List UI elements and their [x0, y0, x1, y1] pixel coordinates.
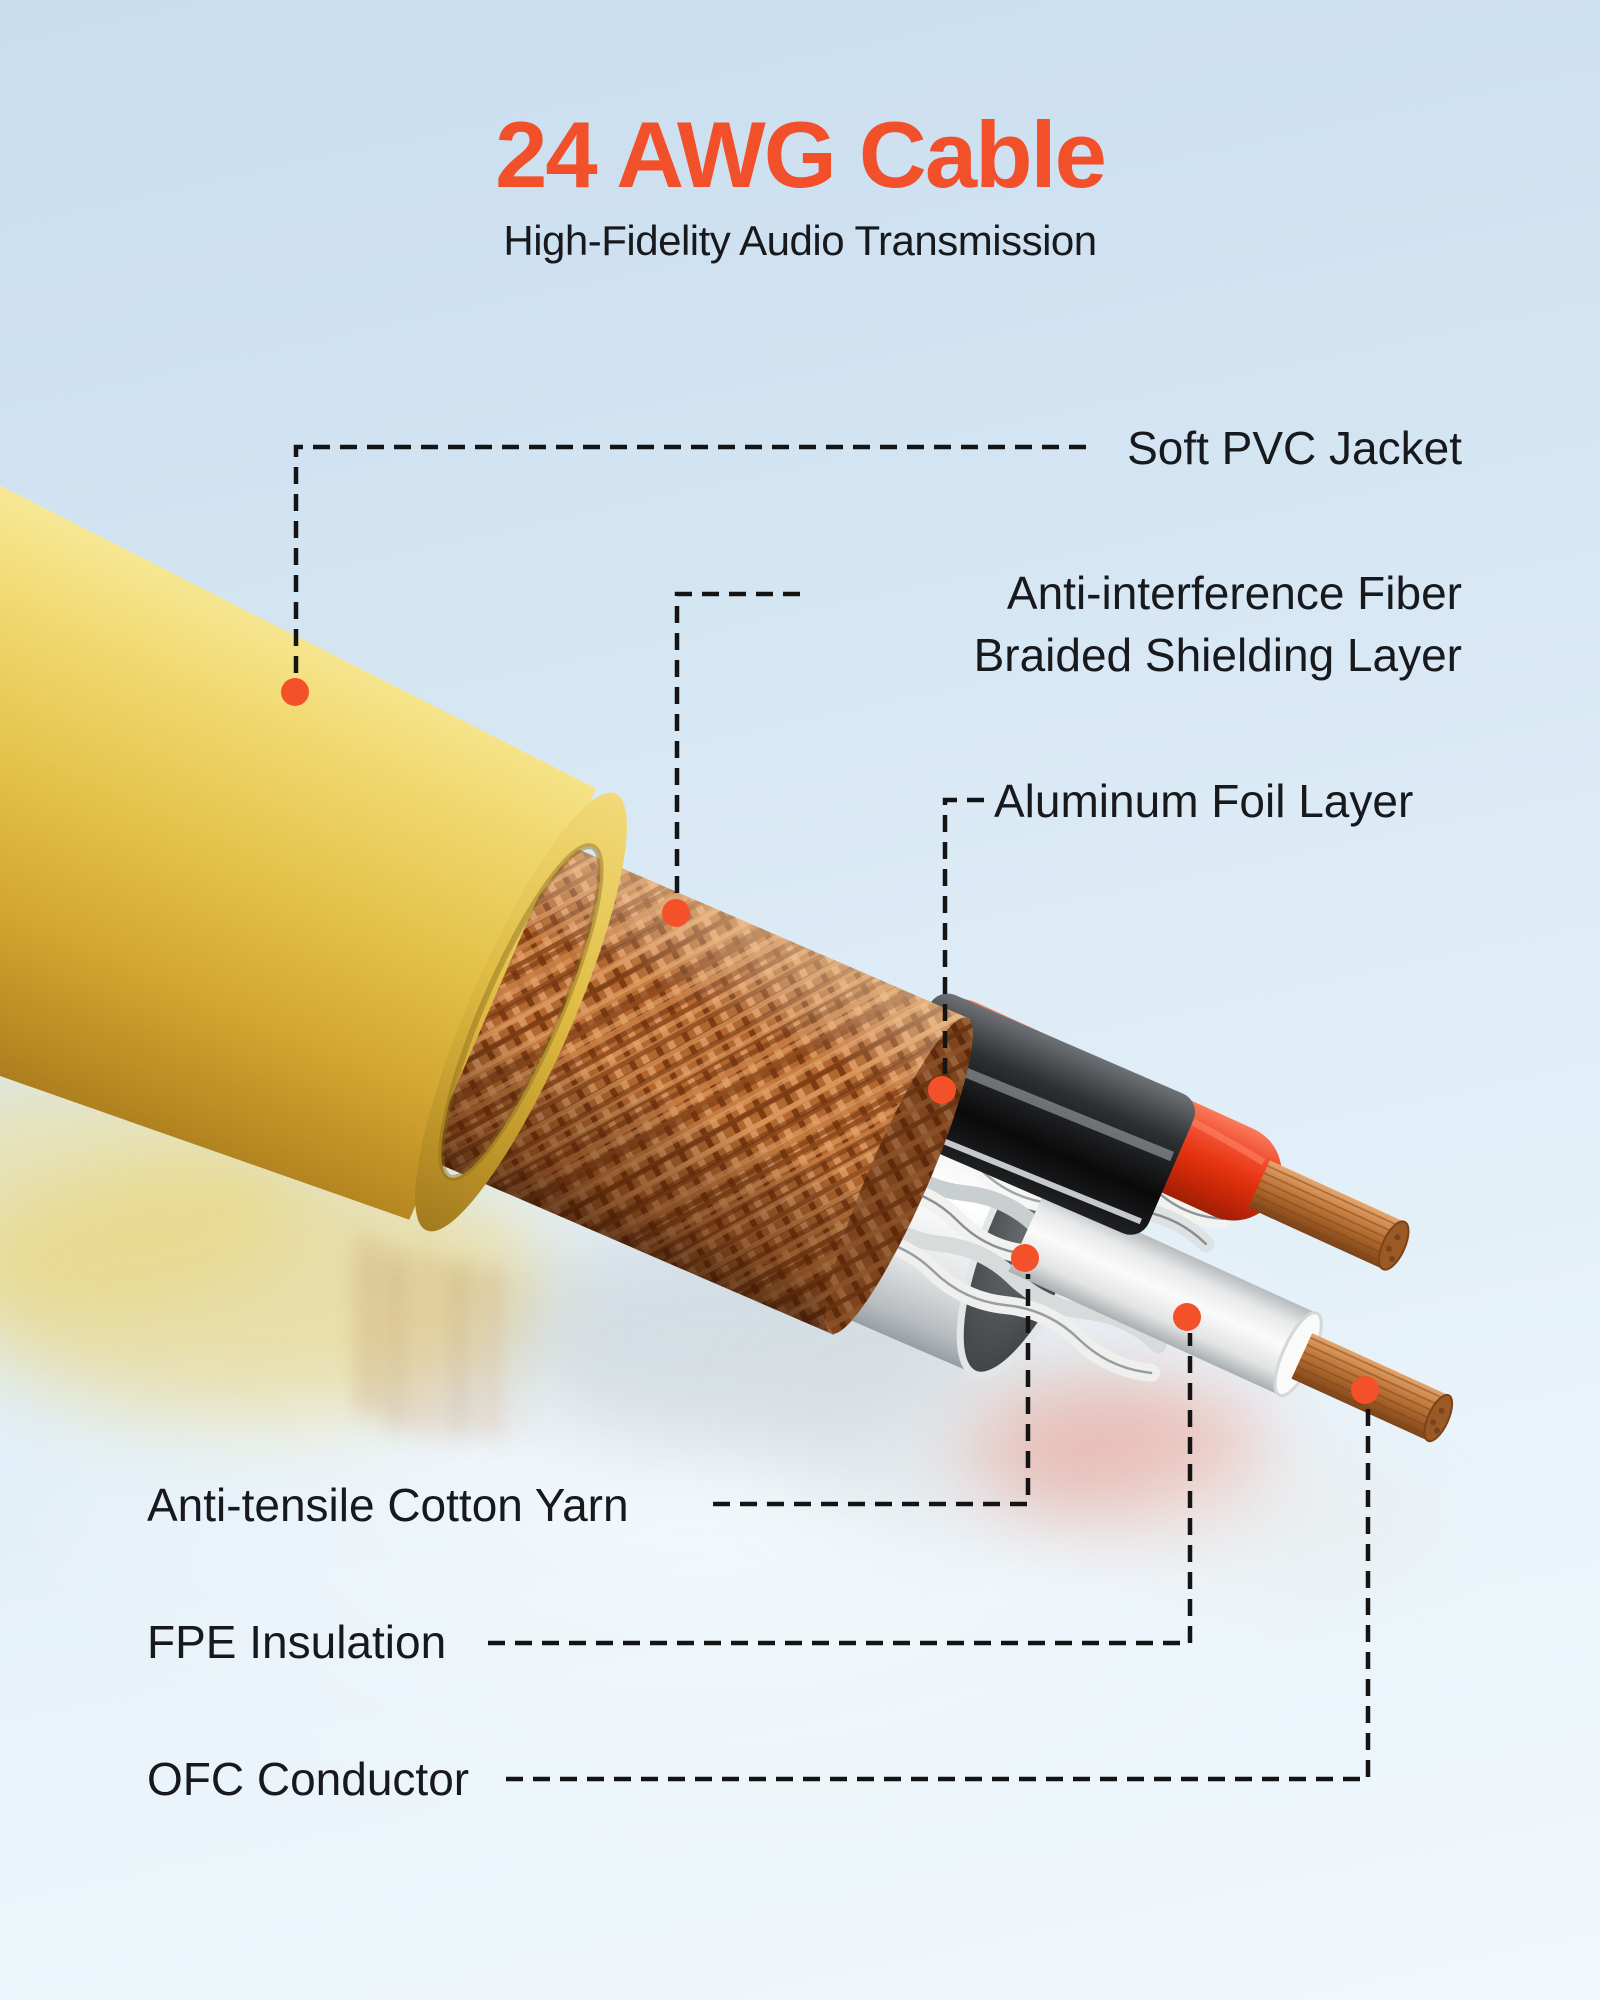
marker-dot-yarn [1011, 1244, 1039, 1272]
leader-line-foil [942, 797, 984, 1074]
marker-dot-fpe [1173, 1303, 1201, 1331]
pvc-jacket-layer [0, 275, 596, 1220]
callout-soft-pvc-jacket: Soft PVC Jacket [1127, 422, 1462, 474]
page-title: 24 AWG Cable [495, 102, 1107, 207]
leader-line-ofc [506, 1406, 1371, 1782]
leader-line-braid [674, 591, 800, 897]
red-wire-conductor [1248, 1160, 1410, 1271]
callout-fpe-insulation: FPE Insulation [147, 1616, 447, 1668]
callout-cotton-yarn: Anti-tensile Cotton Yarn [147, 1479, 629, 1531]
jacket-cut-rim [415, 792, 627, 1232]
marker-dot-ofc [1351, 1376, 1379, 1404]
reflection-blur [0, 1075, 1430, 1582]
callout-braided-shielding: Anti-interference Fiber Braided Shieldin… [974, 562, 1462, 686]
callout-braided-line1: Anti-interference Fiber [1006, 567, 1462, 619]
marker-dot-pvc [281, 678, 309, 706]
callout-ofc-conductor: OFC Conductor [147, 1753, 470, 1805]
leader-line-pvc [293, 444, 1086, 676]
marker-dot-foil [928, 1076, 956, 1104]
callout-aluminum-foil: Aluminum Foil Layer [994, 775, 1414, 827]
callout-braided-line2: Braided Shielding Layer [973, 629, 1462, 681]
leader-line-fpe [488, 1333, 1193, 1646]
marker-dot-braid [662, 899, 690, 927]
page-subtitle: High-Fidelity Audio Transmission [503, 217, 1097, 264]
leader-line-yarn [713, 1274, 1031, 1507]
